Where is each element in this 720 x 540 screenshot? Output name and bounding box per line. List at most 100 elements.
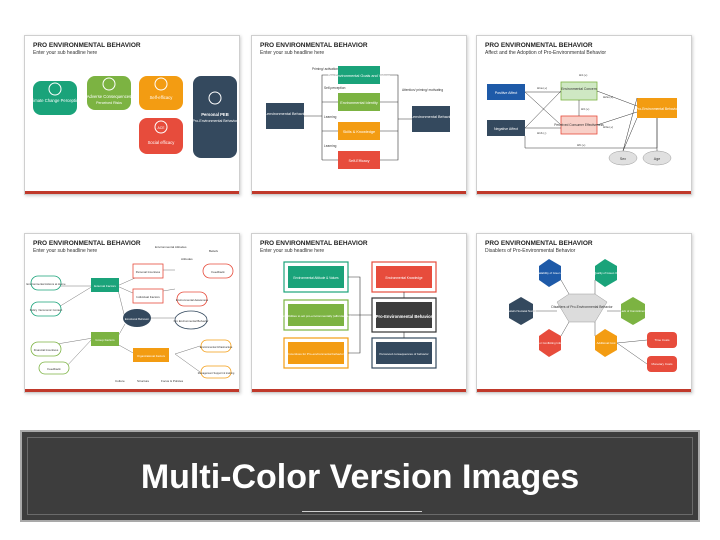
svg-text:Environmental Concern: Environmental Concern bbox=[561, 87, 597, 91]
svg-text:Feedback: Feedback bbox=[211, 270, 225, 274]
slide-title: PRO ENVIRONMENTAL BEHAVIOR bbox=[33, 42, 141, 49]
accent-bar bbox=[252, 191, 466, 194]
svg-text:Pro-environmental Behavior 2: Pro-environmental Behavior 2 bbox=[406, 115, 456, 119]
node-social bbox=[139, 118, 183, 154]
svg-text:Poor Availability of Green Opt: Poor Availability of Green Options bbox=[529, 271, 571, 275]
svg-text:Priming/ activation: Priming/ activation bbox=[312, 67, 338, 71]
svg-text:Incentives for Pro-environment: Incentives for Pro-environmental behavio… bbox=[288, 352, 344, 356]
svg-text:Environmental Awareness: Environmental Awareness bbox=[176, 298, 209, 302]
svg-text:Environmental Actions at Home: Environmental Actions at Home bbox=[26, 282, 65, 286]
svg-text:Feedback: Feedback bbox=[47, 367, 61, 371]
svg-text:H3 (+): H3 (+) bbox=[581, 107, 589, 111]
svg-text:Pro-environmental Behavior 1: Pro-environmental Behavior 1 bbox=[260, 112, 310, 116]
slide-subtitle: Enter your sub headline here bbox=[260, 248, 325, 254]
slide-thumb-5[interactable]: PRO ENVIRONMENTAL BEHAVIOR Enter your su… bbox=[251, 233, 467, 393]
svg-text:Pro-Environmental Behavior: Pro-Environmental Behavior bbox=[636, 107, 679, 111]
svg-text:Self-Efficacy: Self-Efficacy bbox=[348, 159, 369, 163]
svg-text:Pro-Environmental Goals and Va: Pro-Environmental Goals and Values bbox=[328, 74, 390, 78]
svg-text:Pro-Environmental Behavior: Pro-Environmental Behavior bbox=[376, 314, 433, 319]
svg-text:H3a (+): H3a (+) bbox=[603, 125, 613, 129]
svg-text:Management Support & training: Management Support & training bbox=[198, 371, 235, 375]
slide-title: PRO ENVIRONMENTAL BEHAVIOR bbox=[260, 240, 368, 247]
slide-thumb-2[interactable]: PRO ENVIRONMENTAL BEHAVIOR Enter your su… bbox=[251, 35, 467, 195]
svg-text:H1a (+): H1a (+) bbox=[537, 86, 547, 90]
slide-subtitle: Enter your sub headline here bbox=[33, 248, 98, 254]
svg-text:Self-perception: Self-perception bbox=[324, 86, 346, 90]
slide-thumb-3[interactable]: PRO ENVIRONMENTAL BEHAVIOR Affect and th… bbox=[476, 35, 692, 195]
slide-subtitle: Affect and the Adoption of Pro-Environme… bbox=[485, 50, 607, 56]
label-peb: Personal PEB bbox=[201, 112, 228, 117]
banner-underline bbox=[302, 511, 422, 512]
svg-text:Negative Affect: Negative Affect bbox=[494, 127, 518, 131]
banner-title: Multi-Color Version Images bbox=[140, 458, 580, 496]
slide-thumb-6[interactable]: PRO ENVIRONMENTAL BEHAVIOR Disablers of … bbox=[476, 233, 692, 393]
svg-text:Wasteful Societal Norms: Wasteful Societal Norms bbox=[506, 309, 537, 313]
slide-subtitle: Disablers of Pro-Environmental Behavior bbox=[485, 248, 576, 254]
diagram-1: Climate Change Perception Adverse Conseq… bbox=[29, 76, 239, 158]
svg-text:Sex: Sex bbox=[620, 157, 626, 161]
svg-text:Perceived Consumer Effectivene: Perceived Consumer Effectiveness bbox=[554, 123, 604, 127]
svg-text:H4 (+): H4 (+) bbox=[579, 73, 587, 77]
svg-text:Structure: Structure bbox=[137, 379, 150, 383]
accent-bar bbox=[477, 191, 691, 194]
svg-text:Environmental Attitude & Value: Environmental Attitude & Values bbox=[293, 276, 339, 280]
svg-text:Learning: Learning bbox=[324, 115, 337, 119]
node-climate bbox=[33, 81, 77, 115]
diagram-2: Pro-environmental Behavior 1 Pro-environ… bbox=[260, 66, 456, 169]
svg-text:Attitudes: Attitudes bbox=[181, 257, 193, 261]
accent-bar bbox=[25, 191, 239, 194]
svg-text:Positive Affect: Positive Affect bbox=[495, 91, 518, 95]
svg-text:H6 (+): H6 (+) bbox=[577, 143, 585, 147]
slide-title: PRO ENVIRONMENTAL BEHAVIOR bbox=[485, 240, 593, 247]
svg-text:Learning: Learning bbox=[324, 144, 337, 148]
svg-text:Monetary Costs: Monetary Costs bbox=[651, 362, 673, 366]
svg-text:Additional Cost: Additional Cost bbox=[597, 341, 616, 345]
svg-text:Policy / Economic Context: Policy / Economic Context bbox=[30, 308, 63, 312]
label-ace: ACE bbox=[158, 126, 166, 130]
diagram-6: Disablers of Pro-Environmental Behavior … bbox=[506, 259, 677, 372]
svg-text:Personal Incentives: Personal Incentives bbox=[136, 270, 161, 274]
svg-text:Organizational Factors: Organizational Factors bbox=[137, 354, 166, 358]
svg-text:Possibilities to act pro-envir: Possibilities to act pro-environmentally… bbox=[281, 314, 350, 318]
label-risks: Perceived Risks bbox=[96, 101, 122, 105]
node-peb bbox=[193, 76, 237, 158]
slide-title: PRO ENVIRONMENTAL BEHAVIOR bbox=[33, 240, 141, 247]
svg-text:Attention/ priming/ motivating: Attention/ priming/ motivating bbox=[402, 88, 443, 92]
label-self: Self-efficacy bbox=[150, 95, 174, 100]
svg-text:Age: Age bbox=[654, 157, 660, 161]
svg-text:Environmental Knowledge: Environmental Knowledge bbox=[385, 276, 422, 280]
node-adverse bbox=[87, 76, 131, 110]
svg-text:Emotional Behavior: Emotional Behavior bbox=[125, 317, 149, 321]
svg-text:Individual Factors: Individual Factors bbox=[136, 295, 160, 299]
svg-text:Focus & Policies: Focus & Policies bbox=[161, 379, 184, 383]
svg-text:Financial Incentives: Financial Incentives bbox=[34, 348, 59, 352]
slide-title: PRO ENVIRONMENTAL BEHAVIOR bbox=[485, 42, 593, 49]
node-selfefficacy bbox=[139, 76, 183, 110]
accent-bar bbox=[252, 389, 466, 392]
slide-thumb-1[interactable]: PRO ENVIRONMENTAL BEHAVIOR Enter your su… bbox=[24, 35, 240, 195]
svg-text:Environmental Attitudes: Environmental Attitudes bbox=[155, 245, 187, 249]
slide-thumb-4[interactable]: PRO ENVIRONMENTAL BEHAVIOR Enter your su… bbox=[24, 233, 240, 393]
diagram-4: Environmental Attitudes Beliefs Attitude… bbox=[26, 245, 235, 383]
svg-text:Environmental Infrastructure: Environmental Infrastructure bbox=[200, 345, 233, 349]
svg-text:Environmental Identity: Environmental Identity bbox=[340, 101, 378, 105]
svg-text:Time Costs: Time Costs bbox=[654, 338, 670, 342]
label-climate: Climate Change Perception bbox=[29, 98, 81, 103]
svg-text:Skills & Knowledge: Skills & Knowledge bbox=[343, 130, 375, 134]
label-adverse: Adverse Consequences bbox=[87, 94, 131, 99]
label-peb-sub: (Pro-Environmental Behavior) bbox=[191, 119, 238, 123]
svg-text:H2a (+): H2a (+) bbox=[603, 95, 613, 99]
svg-text:Lack of or Conflicting Informa: Lack of or Conflicting Information bbox=[530, 341, 571, 345]
diagram-3: Positive Affect Negative Affect Environm… bbox=[487, 73, 679, 166]
svg-text:Poor Quality of Green Options: Poor Quality of Green Options bbox=[587, 271, 625, 275]
banner-frame bbox=[27, 437, 693, 515]
accent-bar bbox=[25, 389, 239, 392]
svg-text:H1b (-): H1b (-) bbox=[537, 131, 546, 135]
label-social: Social efficacy bbox=[148, 140, 176, 145]
svg-text:Perceived consequences of beha: Perceived consequences of behavior bbox=[379, 352, 428, 356]
svg-text:Disablers of Pro-Environmental: Disablers of Pro-Environmental Behavior bbox=[551, 305, 613, 309]
svg-text:Beliefs: Beliefs bbox=[209, 249, 219, 253]
version-banner: Multi-Color Version Images bbox=[20, 430, 700, 522]
svg-text:Pro Environmental Behavior: Pro Environmental Behavior bbox=[174, 319, 209, 323]
svg-text:Culture: Culture bbox=[115, 379, 125, 383]
